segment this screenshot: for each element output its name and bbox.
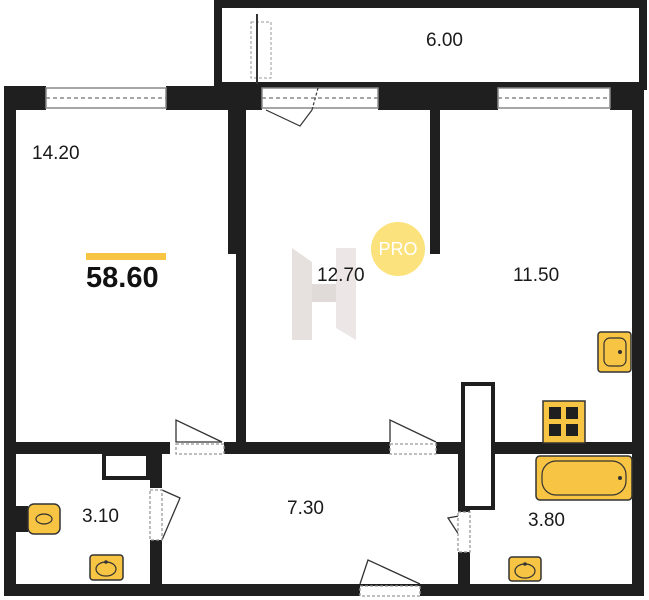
- room-area-living-room: 14.20: [32, 143, 80, 164]
- room-area-balcony: 6.00: [426, 30, 463, 51]
- room-area-wc: 3.10: [82, 506, 119, 527]
- balcony-window-swing: [265, 87, 319, 127]
- toilet-icon: [16, 503, 61, 535]
- balcony-door: [250, 14, 272, 84]
- ventilation-shaft: [102, 382, 495, 510]
- room-area-hallway: 7.30: [287, 498, 324, 519]
- windows: [45, 87, 611, 109]
- wc-sink-icon: [89, 554, 124, 581]
- bathtub-icon: [535, 455, 633, 501]
- room-area-kitchen: 11.50: [513, 265, 560, 286]
- total-area-accent-bar: [86, 253, 166, 260]
- total-area: 58.60: [86, 262, 159, 294]
- stove-icon: [542, 400, 586, 444]
- room-area-bedroom: 12.70: [317, 265, 365, 286]
- watermark-logo: [292, 248, 356, 340]
- room-area-bathroom: 3.80: [528, 510, 565, 531]
- pro-watermark-badge: PRO: [371, 222, 425, 276]
- bathroom-sink-icon: [508, 556, 542, 582]
- kitchen-sink-icon: [597, 331, 632, 373]
- interior-doors: [149, 418, 471, 597]
